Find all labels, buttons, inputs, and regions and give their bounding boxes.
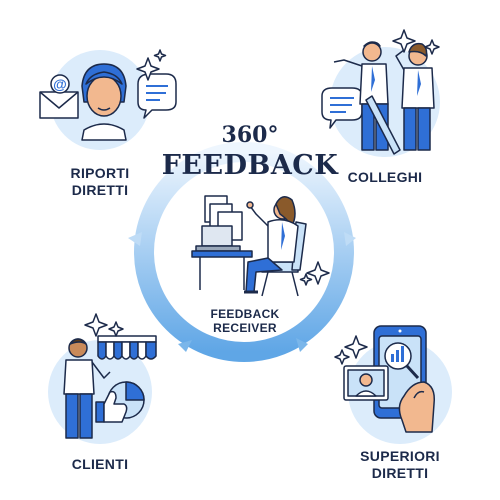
riporti-diretti-illustration: @ bbox=[39, 49, 177, 150]
chart-icon bbox=[384, 342, 420, 380]
superiori-diretti-illustration bbox=[334, 325, 452, 444]
ring-arrow-bottom-left bbox=[178, 340, 192, 352]
email-icon: @ bbox=[39, 74, 79, 119]
node-label-colleghi: COLLEGHI bbox=[340, 169, 430, 186]
center-label: FEEDBACK RECEIVER bbox=[190, 307, 300, 335]
node-label-clienti: CLIENTI bbox=[55, 456, 145, 473]
ring-arrow-left bbox=[128, 232, 142, 246]
node-label-superiori-diretti: SUPERIORI DIRETTI bbox=[345, 448, 455, 482]
svg-text:@: @ bbox=[53, 76, 67, 92]
colleghi-line1: COLLEGHI bbox=[347, 169, 423, 185]
clienti-illustration bbox=[48, 313, 157, 444]
awning-icon bbox=[97, 335, 157, 360]
thumbs-up-icon bbox=[95, 390, 128, 423]
riporti-diretti-line1: RIPORTI bbox=[70, 165, 130, 181]
sparkle-icon bbox=[392, 29, 440, 55]
clienti-line1: CLIENTI bbox=[71, 456, 129, 472]
sparkle-icon bbox=[334, 335, 368, 365]
sparkle-icon bbox=[299, 261, 330, 286]
cycle-ring bbox=[128, 142, 356, 362]
superiori-diretti-line1: SUPERIORI bbox=[360, 448, 440, 464]
title-number: 360° bbox=[221, 122, 279, 148]
page-title: FEEDBACK bbox=[161, 150, 339, 181]
colleghi-illustration bbox=[321, 29, 440, 157]
ring-arrow-right bbox=[344, 232, 356, 246]
feedback-receiver-illustration bbox=[191, 195, 307, 297]
node-label-riporti-diretti: RIPORTI DIRETTI bbox=[55, 165, 145, 199]
riporti-diretti-line2: DIRETTI bbox=[71, 182, 129, 198]
sparkle-icon bbox=[136, 49, 167, 81]
sparkle-icon bbox=[84, 313, 124, 337]
ring-arrow-bottom-right bbox=[296, 338, 308, 352]
center-label-line1: FEEDBACK bbox=[210, 307, 280, 321]
superiori-diretti-line2: DIRETTI bbox=[371, 465, 429, 481]
center-label-line2: RECEIVER bbox=[213, 321, 277, 335]
